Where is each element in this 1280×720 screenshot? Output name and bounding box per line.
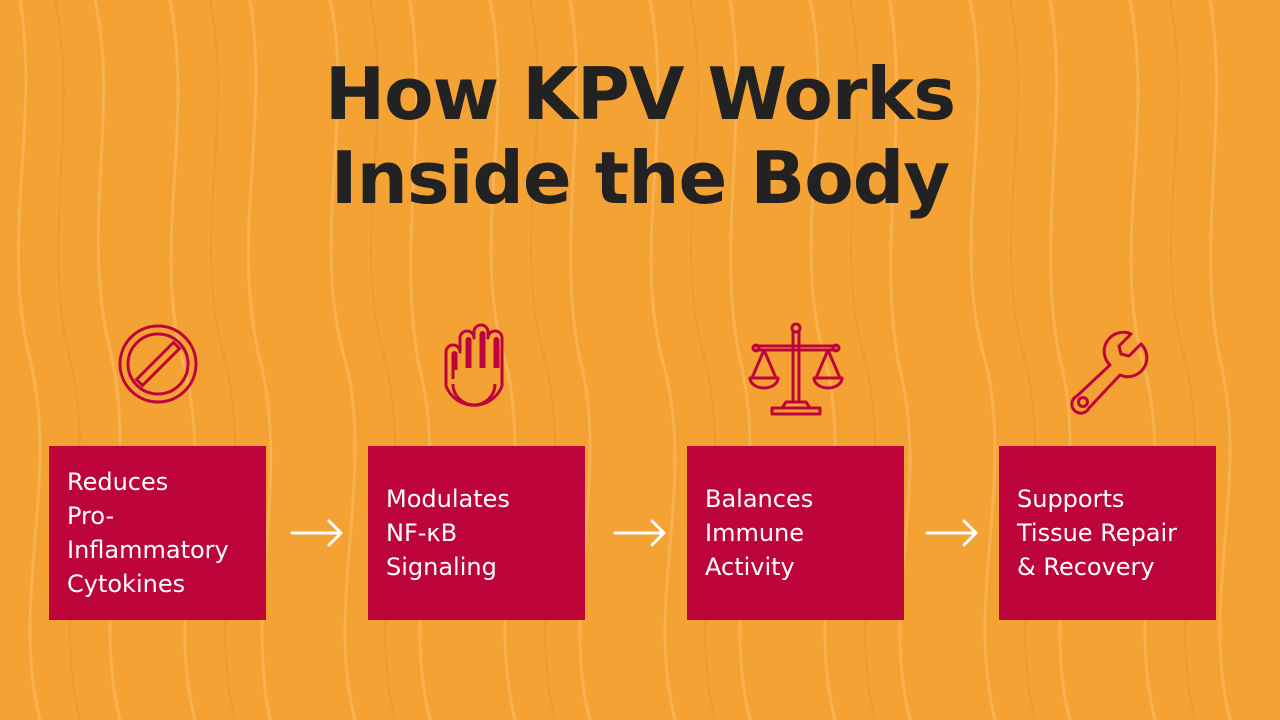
step-4: Supports Tissue Repair & Recovery <box>999 0 1216 720</box>
step-label: Reduces Pro- Inflammatory Cytokines <box>67 468 229 598</box>
prohibited-icon <box>49 322 266 422</box>
step-box-reduces-cytokines: Reduces Pro- Inflammatory Cytokines <box>49 446 266 620</box>
title-line-1: How KPV Works <box>324 52 956 136</box>
wrench-icon <box>999 322 1216 422</box>
arrow-right-icon <box>613 519 666 547</box>
step-label: Balances Immune Activity <box>705 485 814 581</box>
step-label: Supports Tissue Repair & Recovery <box>1017 485 1178 581</box>
step-2: Modulates NF-κB Signaling <box>368 0 585 720</box>
balance-scale-icon <box>687 322 904 422</box>
title-line-2: Inside the Body <box>330 136 950 220</box>
step-box-modulates-nfkb: Modulates NF-κB Signaling <box>368 446 585 620</box>
step-1: Reduces Pro- Inflammatory Cytokines <box>49 0 266 720</box>
step-label: Modulates NF-κB Signaling <box>386 485 510 581</box>
step-3: Balances Immune Activity <box>687 0 904 720</box>
page-title: How KPV Works Inside the Body <box>0 52 1280 220</box>
raised-hand-icon <box>368 322 585 422</box>
step-box-supports-repair: Supports Tissue Repair & Recovery <box>999 446 1216 620</box>
arrow-right-icon <box>290 519 343 547</box>
arrow-right-icon <box>925 519 978 547</box>
step-box-balances-immune: Balances Immune Activity <box>687 446 904 620</box>
